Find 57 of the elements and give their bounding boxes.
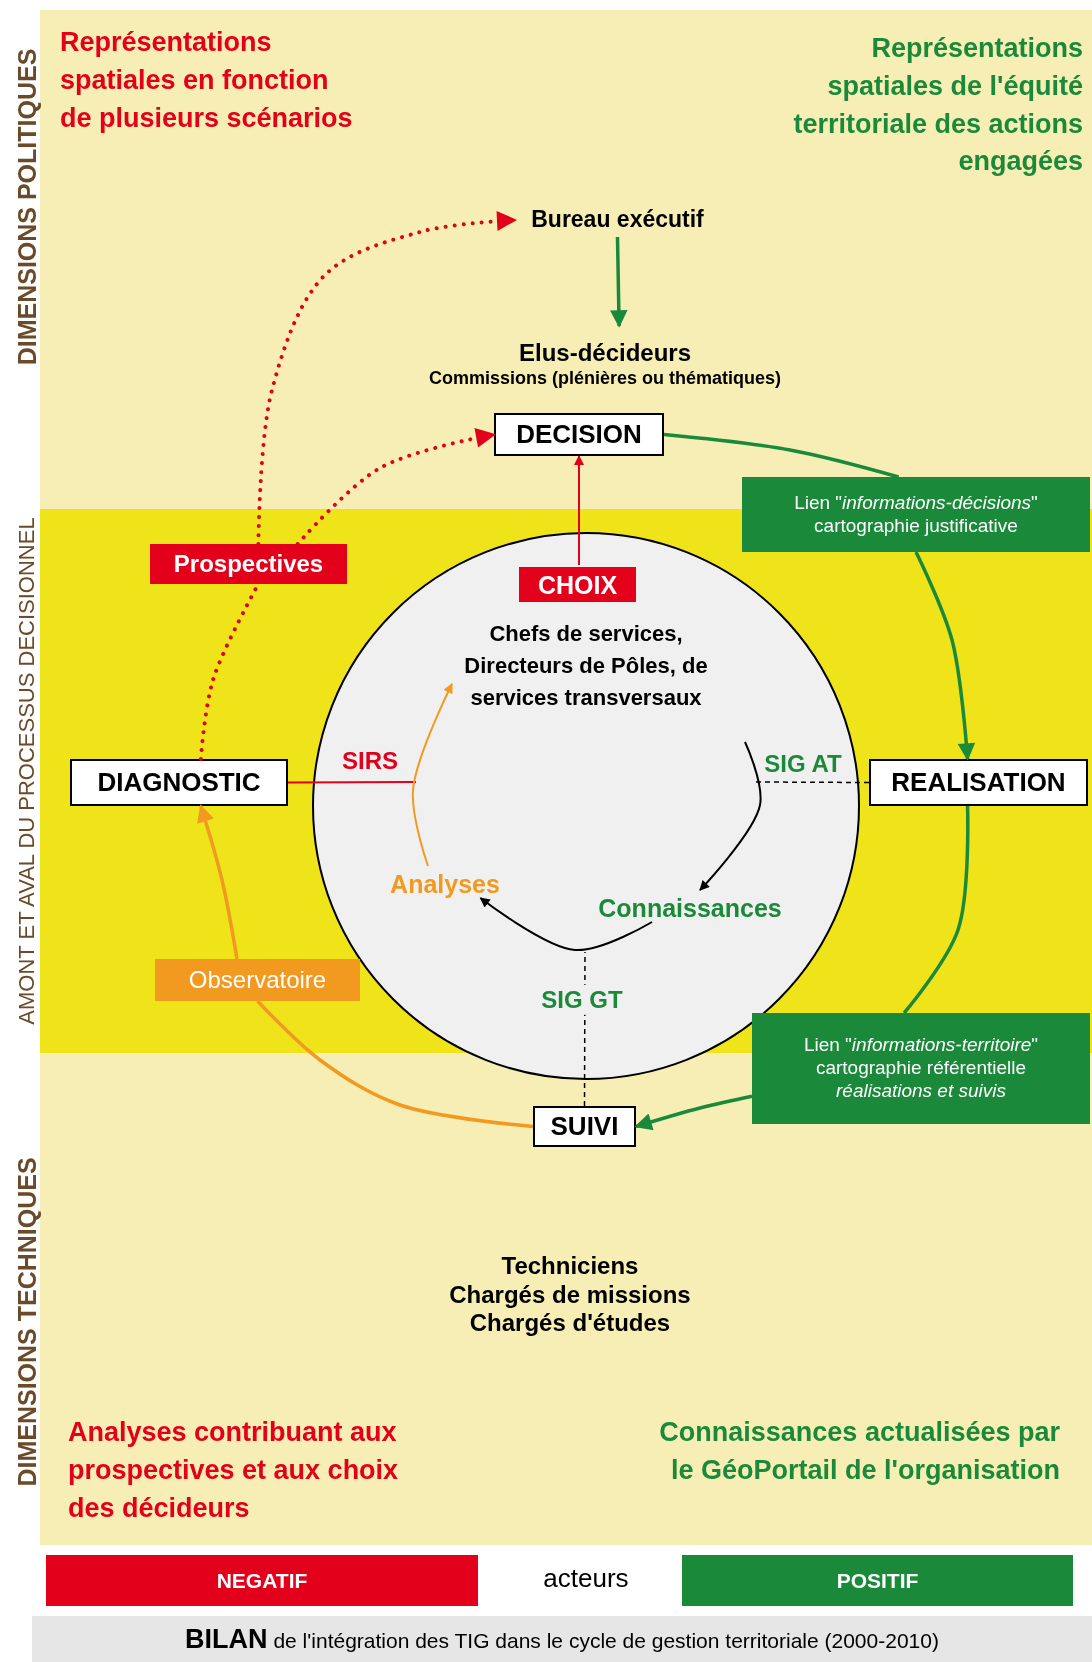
tag-box [150, 544, 347, 584]
annotation-text: Connaissances actualisées par le GéoPortail de l'organisation [658, 1416, 1060, 1487]
actors-label: Chefs de services, Directeurs de Pôles, de services transversaux [463, 620, 709, 712]
arrow [610, 236, 628, 328]
process-label: Connaissances [598, 893, 782, 923]
arrow [914, 551, 976, 761]
stage-label: REALISATION [891, 766, 1066, 799]
arrow [634, 1094, 753, 1131]
annotation-text: Représentations spatiales de l'équité territoriale des actions engagées [792, 32, 1083, 179]
stage-label: DIAGNOSTIC [97, 766, 261, 799]
annotation-text: Analyses contribuant aux prospectives et aux choix des décideurs [68, 1416, 400, 1525]
connector-line [663, 432, 900, 479]
actor-label: Techniciens [501, 1251, 639, 1281]
connector-line [754, 781, 870, 784]
legend-label: POSITIF [836, 1568, 919, 1593]
tag-label: Observatoire [188, 965, 327, 995]
actor-label: Bureau exécutif [531, 206, 704, 234]
stage-box [494, 413, 664, 456]
tag-box [519, 567, 636, 602]
stage-box [533, 1106, 636, 1147]
legend-label: NEGATIF [216, 1568, 308, 1593]
axis-title: DIMENSIONS TECHNIQUES [14, 1157, 40, 1487]
stage-label: SUIVI [550, 1110, 619, 1143]
connector-line [902, 805, 970, 1015]
annotation-text: Représentations spatiales en fonction de plusieurs scénarios [60, 26, 354, 135]
connector-line [256, 999, 534, 1129]
actor-label: Commissions (plénières ou thématiques) [428, 367, 782, 390]
link-description: cartographie justificative [814, 514, 1018, 538]
arrow [479, 897, 653, 951]
actor-label: Elus-décideurs [518, 338, 692, 368]
arrow [295, 428, 496, 546]
arrow [574, 455, 584, 566]
stage-label: DECISION [516, 418, 642, 451]
tag-box [155, 959, 360, 1001]
process-label: Analyses [390, 869, 500, 899]
link-description: Lien "informations-territoire" [803, 1034, 1039, 1058]
annotation-text: acteurs [542, 1562, 630, 1595]
link-description: cartographie référentielle réalisations et suivis [815, 1057, 1027, 1103]
link-description: Lien "informations-décisions" [794, 491, 1038, 515]
actor-label: Chargés de missions [449, 1280, 691, 1310]
connector-line [287, 781, 417, 784]
tag-label: CHOIX [537, 569, 618, 600]
axis-title: DIMENSIONS POLITIQUES [14, 48, 40, 366]
arrow [256, 211, 517, 546]
arrow [197, 804, 239, 960]
link-box [752, 1013, 1090, 1124]
edge-label: SIG AT [764, 750, 842, 778]
tag-label: Prospectives [173, 549, 324, 579]
actor-label: Chargés d'études [469, 1309, 671, 1339]
edge-label: SIRS [342, 747, 398, 775]
link-box [742, 477, 1090, 552]
caption-text: BILAN de l'intégration des TIG dans le cycle de gestion territoriale (2000-2010) [185, 1623, 939, 1655]
stage-box [70, 759, 288, 806]
arrow [699, 741, 762, 891]
stage-box [869, 759, 1088, 806]
axis-title: AMONT ET AVAL DU PROCESSUS DECISIONNEL [16, 517, 38, 1025]
arrow [411, 683, 453, 867]
